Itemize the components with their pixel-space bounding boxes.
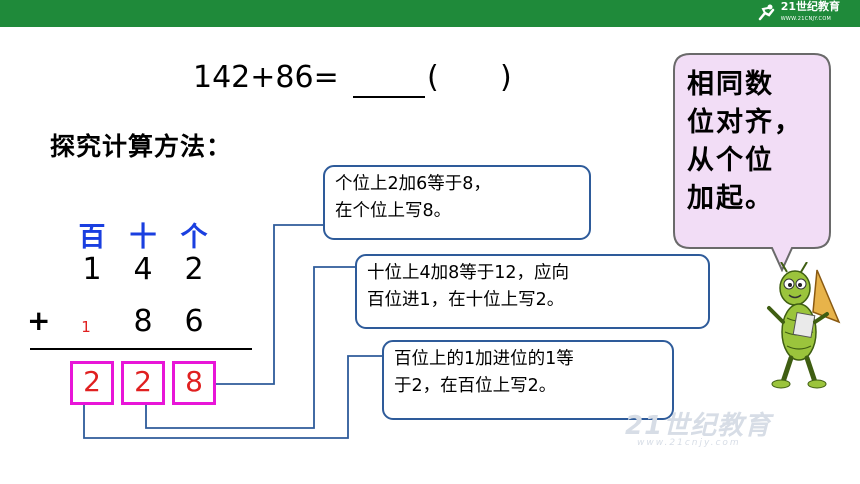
- callout-ones-line-2: 在个位上写8。: [335, 201, 452, 221]
- caterpillar-mascot-icon: [767, 262, 841, 389]
- speech-bubble: 相同数 位对齐， 从个位 加起。: [672, 52, 832, 272]
- addend2-tens: 8: [133, 304, 153, 339]
- bubble-line-2: 位对齐，: [687, 107, 803, 138]
- plus-sign: +: [27, 304, 51, 337]
- place-value-tens: 十: [129, 222, 157, 253]
- site-logo: 21世纪教育 WWW.21CNJY.COM: [756, 0, 840, 24]
- equation: 142+86=: [193, 60, 339, 95]
- addend1-ones: 2: [184, 252, 204, 287]
- callout-tens: 十位上4加8等于12，应向 百位进1，在十位上写2。: [355, 254, 710, 329]
- answer-blank: [353, 96, 425, 98]
- header-bar: 21世纪教育 WWW.21CNJY.COM: [0, 0, 860, 27]
- callout-hundreds: 百位上的1加进位的1等 于2，在百位上写2。: [382, 340, 674, 420]
- callout-ones: 个位上2加6等于8， 在个位上写8。: [323, 165, 591, 240]
- result-tens: 2: [121, 361, 165, 405]
- bubble-line-1: 相同数: [687, 69, 774, 100]
- callout-ones-line-1: 个位上2加6等于8，: [335, 174, 491, 194]
- logo-text: 21世纪教育: [780, 0, 840, 13]
- section-heading: 探究计算方法：: [50, 132, 233, 161]
- paren-open: (: [427, 60, 439, 95]
- callout-hundreds-line-2: 于2，在百位上写2。: [394, 376, 557, 396]
- watermark-text: 21世纪教育: [625, 411, 772, 441]
- callout-tens-line-1: 十位上4加8等于12，应向: [367, 263, 570, 283]
- connector-tens: [145, 266, 357, 429]
- paren-close: ): [500, 60, 512, 95]
- place-value-ones: 个: [180, 222, 208, 253]
- callout-tens-line-2: 百位进1，在十位上写2。: [367, 290, 565, 310]
- callout-hundreds-line-1: 百位上的1加进位的1等: [394, 349, 574, 369]
- connector-ones: [216, 224, 323, 385]
- result-ones: 8: [172, 361, 216, 405]
- speech-bubble-shape: [673, 53, 831, 272]
- watermark-subtext: www.21cnjy.com: [637, 438, 741, 448]
- watermark: 21世纪教育 www.21cnjy.com: [625, 405, 771, 448]
- runner-logo-icon: [758, 4, 774, 21]
- addend1-tens: 4: [133, 252, 153, 287]
- place-value-hundreds: 百: [78, 222, 106, 253]
- connector-hundreds: [83, 355, 384, 439]
- bubble-line-4: 加起。: [687, 183, 774, 214]
- carry-digit: 1: [81, 318, 91, 336]
- logo-subtext: WWW.21CNJY.COM: [780, 16, 832, 22]
- addend1-hundreds: 1: [82, 252, 102, 287]
- result-hundreds: 2: [70, 361, 114, 405]
- addend2-ones: 6: [184, 304, 204, 339]
- sum-line: [30, 348, 252, 350]
- bubble-line-3: 从个位: [687, 145, 774, 176]
